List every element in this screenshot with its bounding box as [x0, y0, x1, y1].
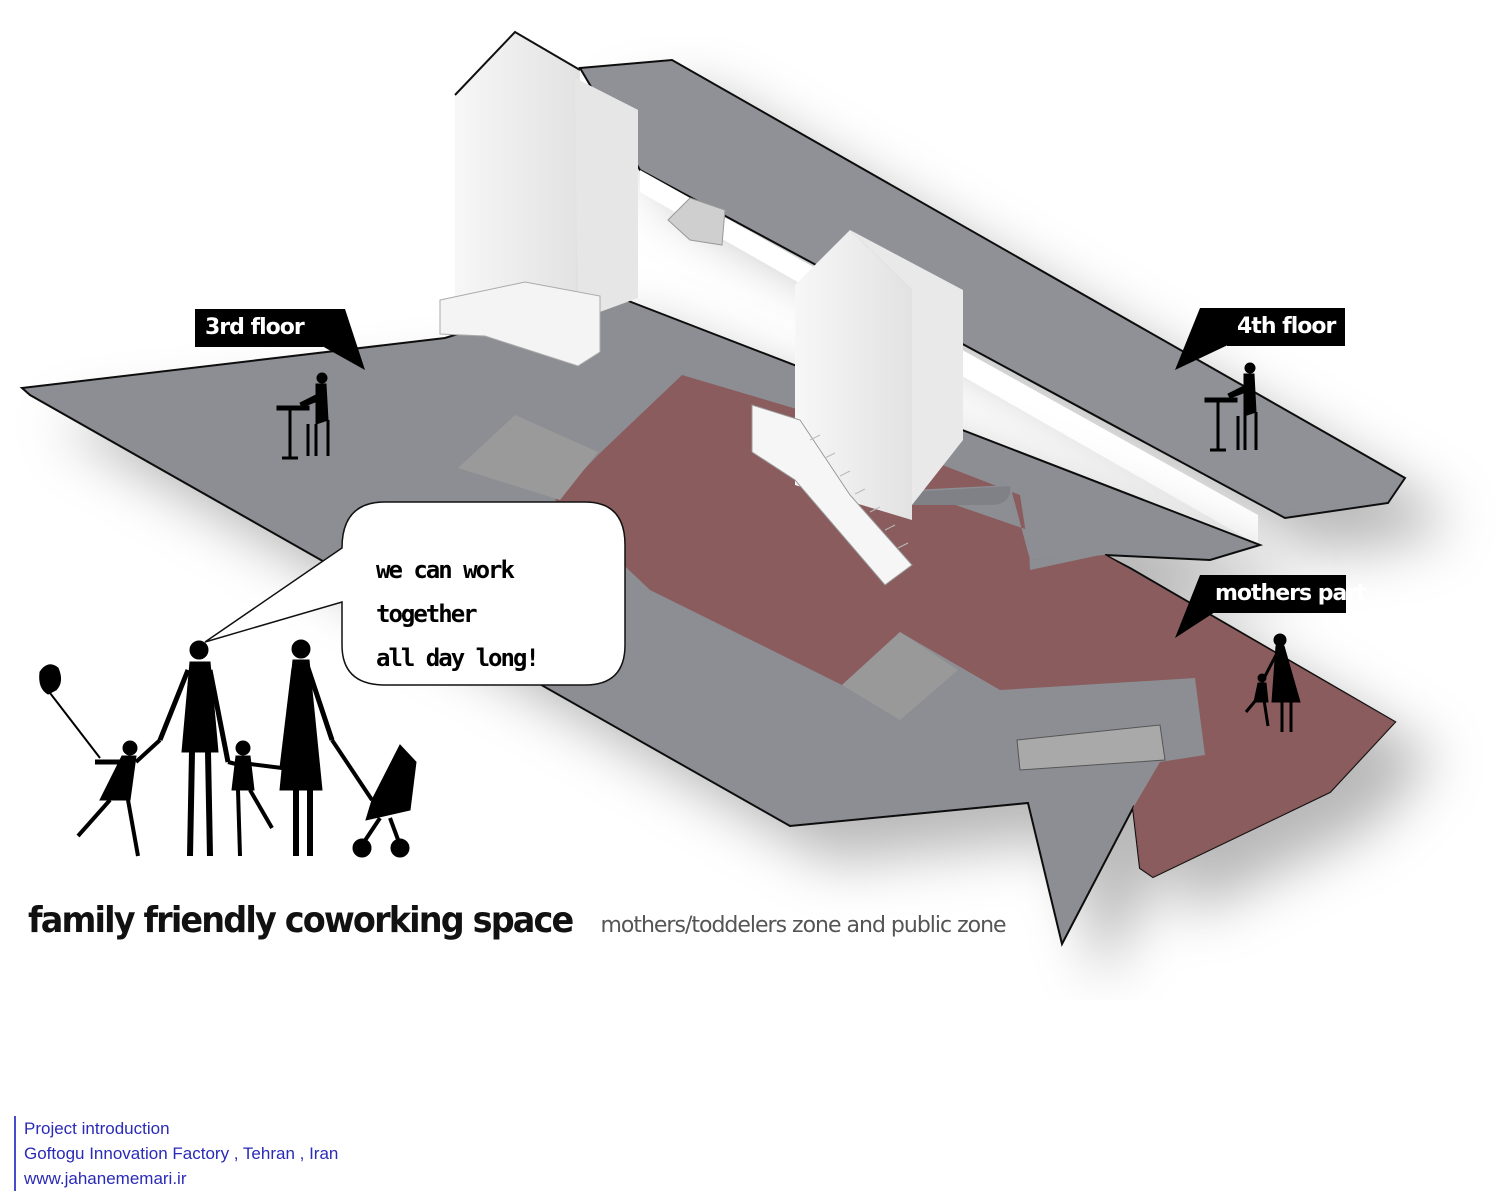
- desk-worker-icon: [1204, 362, 1258, 452]
- speech-line-2: all day long!: [376, 644, 540, 672]
- void-opening: [458, 415, 598, 500]
- footer-link-website[interactable]: www.jahanememari.ir: [24, 1169, 187, 1188]
- footer-info: Project introduction Goftogu Innovation …: [14, 1116, 338, 1191]
- center-tower-side: [850, 230, 963, 505]
- stroller-icon: [330, 738, 417, 858]
- left-tower-front: [455, 32, 580, 330]
- left-tower-outline: [454, 30, 581, 96]
- stair-opening: [1016, 724, 1166, 771]
- family-silhouette-icon: [39, 639, 417, 858]
- caption-title: family friendly coworking space: [28, 900, 574, 941]
- void-opening: [842, 632, 958, 720]
- mother-child-icon: [1244, 633, 1301, 732]
- speech-line-1: we can work together: [376, 556, 515, 628]
- callout-mothers-part: mothers part: [1205, 575, 1367, 613]
- isometric-floor-diagram: [19, 30, 1407, 947]
- callout-tail-4th: [1175, 308, 1240, 370]
- diagram-caption: family friendly coworking space mothers/…: [28, 900, 1007, 941]
- central-staircase: [751, 404, 913, 586]
- left-tower-front-face: [575, 78, 638, 320]
- small-steps: [667, 197, 726, 246]
- callout-fourth-floor: 4th floor: [1227, 308, 1345, 346]
- callout-third-floor: 3rd floor: [195, 309, 323, 347]
- stair-treads: [809, 434, 909, 549]
- left-stair-railing: [439, 281, 601, 367]
- caption-subtitle: mothers/toddelers zone and public zone: [600, 913, 1006, 938]
- speech-bubble-text: we can work together all day long!: [376, 548, 616, 680]
- landing-curve: [912, 486, 1011, 505]
- center-tower-front: [795, 230, 912, 520]
- callout-tail-3rd: [310, 309, 365, 370]
- speech-bubble: [204, 501, 626, 686]
- footer-line-project: Project introduction: [24, 1119, 170, 1138]
- mothers-zone-floor: [555, 375, 1395, 877]
- footer-line-location: Goftogu Innovation Factory , Tehran , Ir…: [24, 1144, 339, 1163]
- desk-worker-icon: [276, 372, 330, 460]
